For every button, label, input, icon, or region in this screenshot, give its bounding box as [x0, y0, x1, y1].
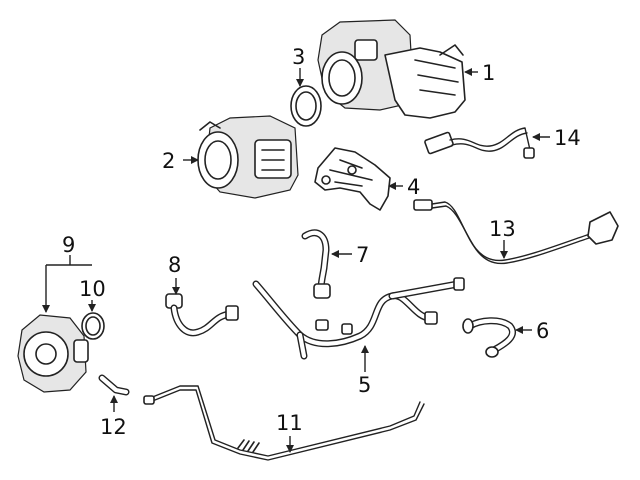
part-2-throttle-housing[interactable]	[197, 115, 299, 199]
part-13-sensor-wire[interactable]	[413, 199, 619, 265]
callout-labels: 1 2 3 4 5 6 7 8 9 10 11 12 13 14	[62, 45, 581, 439]
part-14-sensor-harness[interactable]	[424, 127, 535, 159]
part-3-gasket[interactable]	[290, 85, 322, 127]
leader-lines	[42, 68, 550, 453]
callout-12: 12	[100, 415, 127, 439]
callout-11: 11	[276, 411, 303, 435]
part-5-coolant-pipe[interactable]	[252, 277, 465, 360]
callout-2: 2	[162, 149, 175, 173]
callout-10: 10	[79, 277, 106, 301]
part-9-vacuum-pump[interactable]	[17, 314, 89, 393]
part-11-tube[interactable]	[143, 385, 425, 461]
part-4-bracket[interactable]	[314, 147, 391, 211]
part-7-hose[interactable]	[301, 229, 331, 299]
part-12-elbow[interactable]	[98, 374, 130, 396]
callout-9: 9	[62, 233, 75, 257]
part-10-o-ring[interactable]	[81, 312, 105, 340]
callout-1: 1	[482, 61, 495, 85]
callout-5: 5	[358, 373, 371, 397]
callout-6: 6	[536, 319, 549, 343]
callout-13: 13	[489, 217, 516, 241]
part-8-hose[interactable]	[165, 293, 239, 337]
part-1-throttle-body[interactable]	[317, 19, 466, 119]
callout-4: 4	[407, 175, 420, 199]
callout-8: 8	[168, 253, 181, 277]
callout-3: 3	[292, 45, 305, 69]
callout-7: 7	[356, 243, 369, 267]
part-6-elbow-hose[interactable]	[462, 317, 516, 358]
callout-14: 14	[554, 126, 581, 150]
